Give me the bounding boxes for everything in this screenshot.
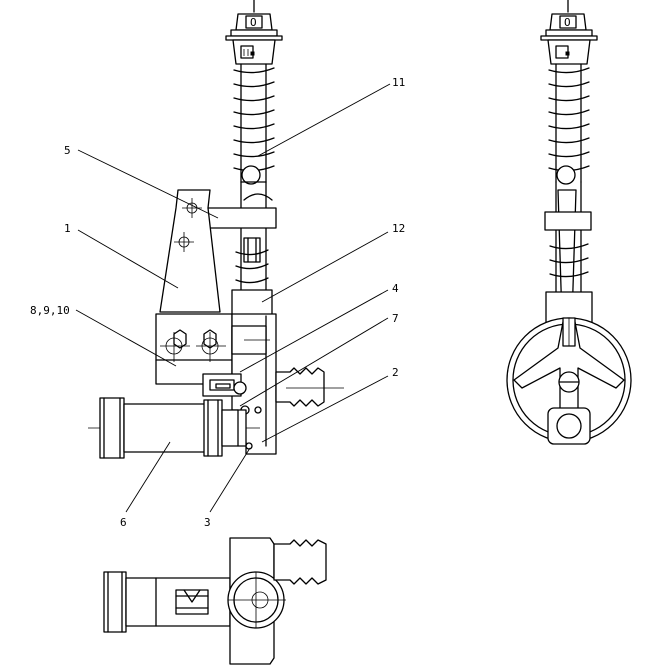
leader-lines xyxy=(75,83,391,513)
top-pipe-flange xyxy=(103,571,127,633)
leader-7 xyxy=(239,317,389,407)
front-base-block xyxy=(155,313,233,385)
top-view xyxy=(103,537,327,665)
front-outlet-pipe xyxy=(88,397,260,459)
top-hose-barb xyxy=(273,539,327,585)
front-fitting-cap xyxy=(231,289,273,317)
side-view: O xyxy=(506,0,632,445)
front-knob-mark: O xyxy=(250,16,257,29)
side-knob: O xyxy=(540,0,598,65)
leader-3 xyxy=(209,447,251,513)
front-bracket xyxy=(159,189,221,313)
side-knob-mark: O xyxy=(564,16,571,29)
callout-labels: 5 1 8,9,10 11 12 4 7 2 6 3 xyxy=(30,76,405,529)
side-lower-stem xyxy=(544,181,593,327)
callout-2: 2 xyxy=(392,366,399,379)
leader-11 xyxy=(257,83,391,157)
leader-2 xyxy=(261,375,389,443)
leader-4 xyxy=(239,289,389,373)
callout-12: 12 xyxy=(392,222,405,235)
top-pipe-body xyxy=(125,577,231,627)
callout-3: 3 xyxy=(204,516,211,529)
leader-6 xyxy=(125,441,171,513)
callout-1: 1 xyxy=(64,222,71,235)
side-spring xyxy=(548,63,590,185)
callout-4: 4 xyxy=(392,282,399,295)
front-view: O xyxy=(88,0,344,459)
front-spring xyxy=(233,63,275,185)
callout-7: 7 xyxy=(392,312,399,325)
leader-1 xyxy=(77,229,179,289)
callout-5: 5 xyxy=(64,144,71,157)
leader-5 xyxy=(77,149,219,219)
leader-12 xyxy=(261,231,389,303)
side-valve-disc xyxy=(506,317,632,445)
leader-8-9-10 xyxy=(75,309,177,367)
front-lower-stem xyxy=(235,181,273,291)
callout-11: 11 xyxy=(392,76,405,89)
callout-8-9-10: 8,9,10 xyxy=(30,304,70,317)
front-knob: O xyxy=(225,0,283,65)
front-hose-barb xyxy=(275,367,344,407)
callout-6: 6 xyxy=(120,516,127,529)
